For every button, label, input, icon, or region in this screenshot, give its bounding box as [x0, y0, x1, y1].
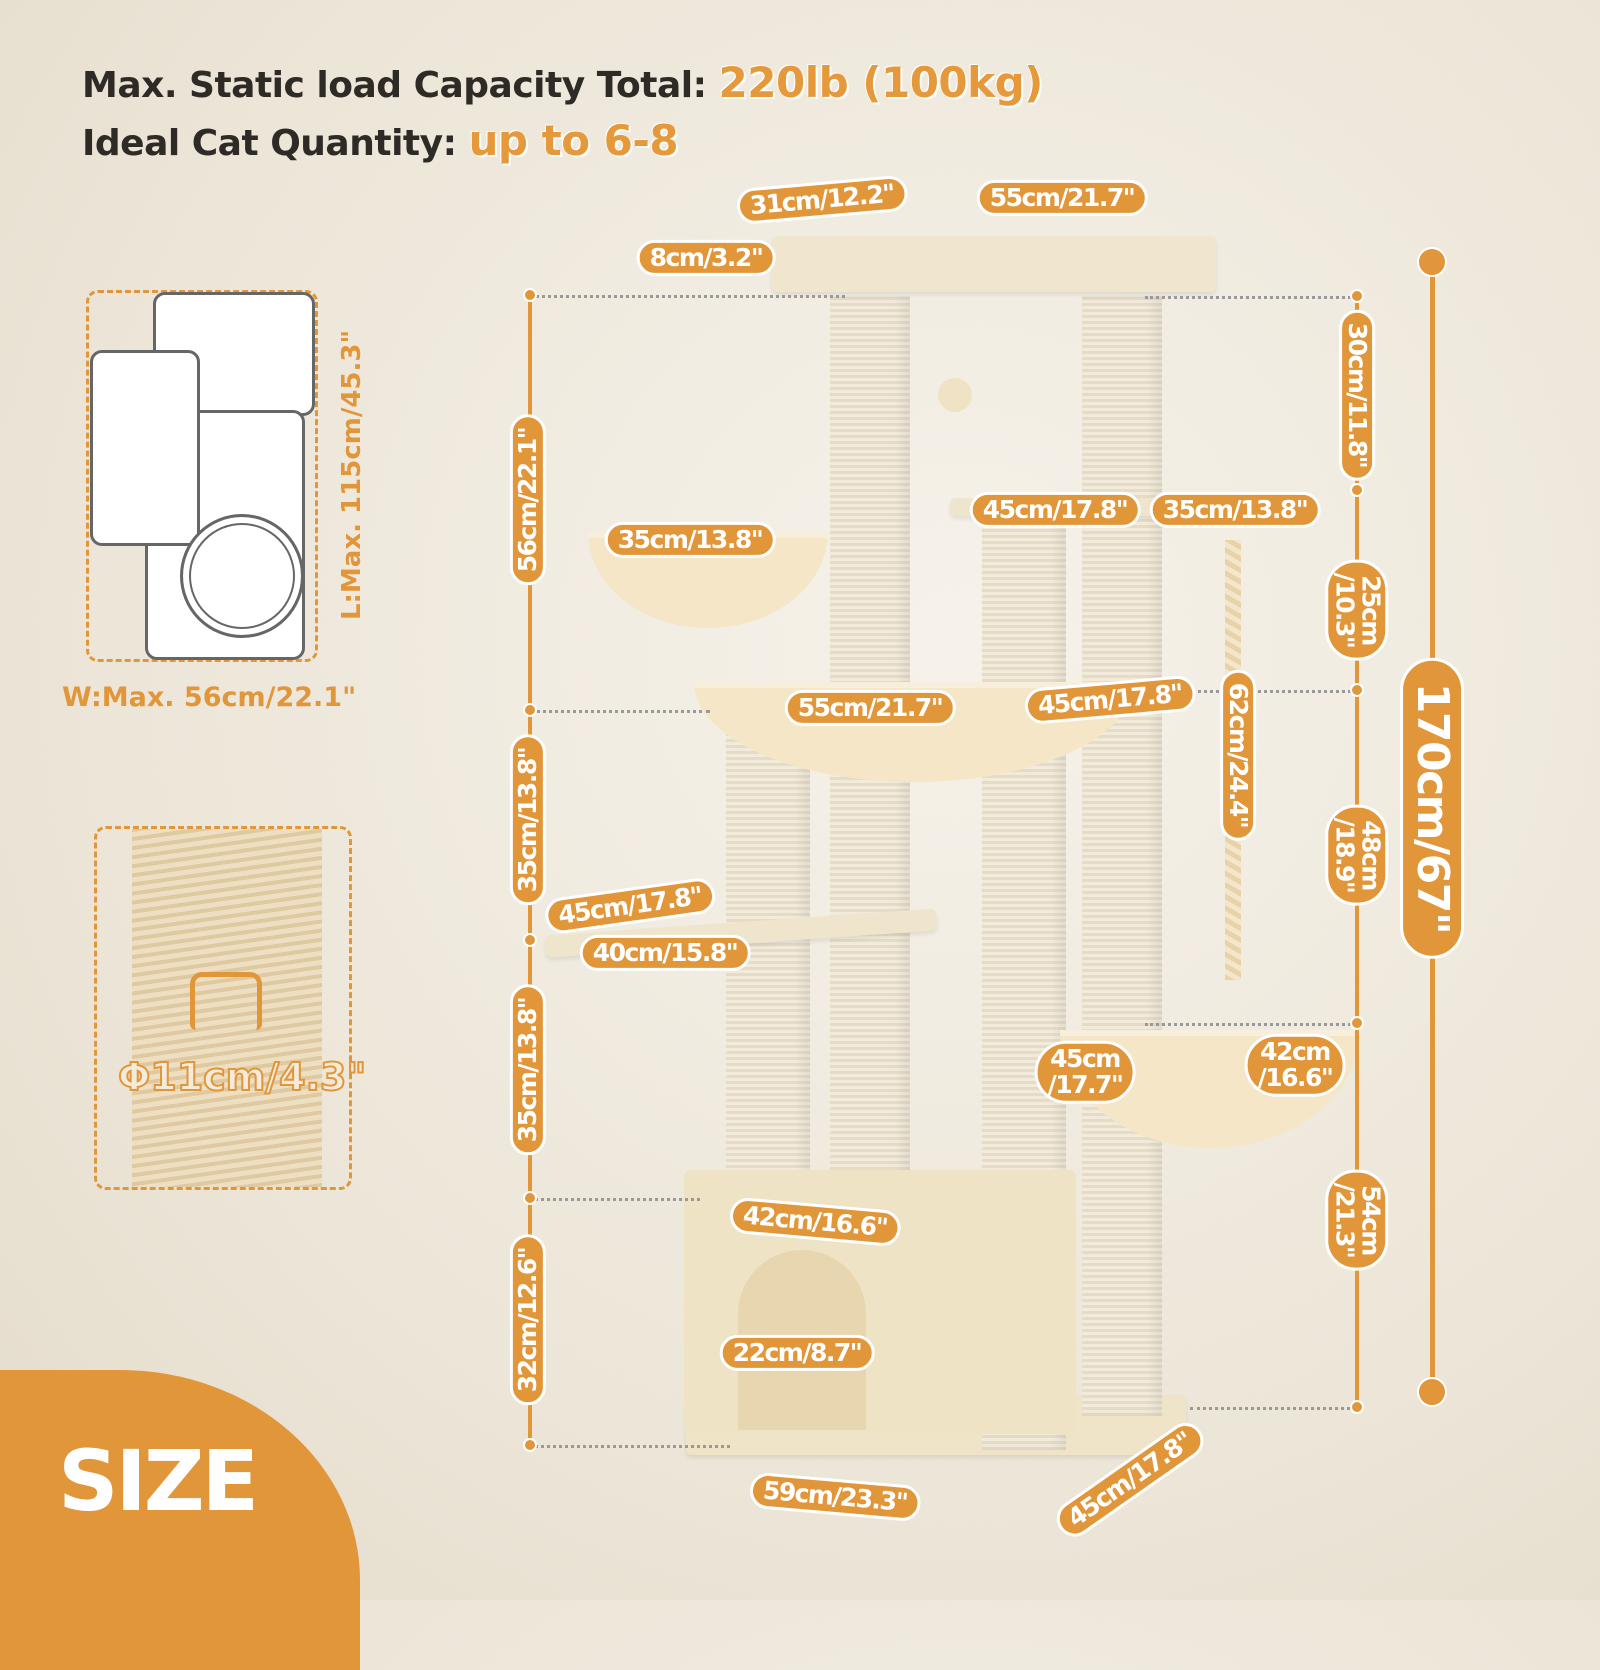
package-round-icon [180, 514, 304, 638]
dim-hammock-low-depth: 42cm /16.6" [1244, 1033, 1346, 1097]
post [1082, 296, 1162, 1416]
dim-rope: 62cm/24.4" [1219, 669, 1257, 841]
dot [1350, 683, 1364, 697]
dim-top-width: 55cm/21.7" [976, 179, 1148, 217]
sisal-texture [132, 829, 322, 1187]
guide-line [1145, 296, 1357, 299]
dim-base-width: 59cm/23.3" [748, 1471, 922, 1523]
dim-top-depth: 31cm/12.2" [735, 174, 909, 226]
sisal-diameter: Φ11cm/4.3" [117, 1054, 367, 1100]
dim-mid-left: 35cm/13.8" [509, 734, 547, 906]
capacity-value: 220lb (100kg) [718, 58, 1044, 107]
dim-hammock-left: 35cm/13.8" [604, 521, 776, 559]
cat-icon [190, 972, 262, 1030]
arrow-bottom-icon [1417, 1377, 1447, 1407]
guide-line [1145, 1023, 1357, 1026]
dim-total-height: 170cm/67" [1399, 657, 1465, 959]
capacity-line: Max. Static load Capacity Total: 220lb (… [82, 58, 1043, 107]
dot [1350, 483, 1364, 497]
dot [523, 1438, 537, 1452]
package-box-icon [90, 350, 200, 546]
dot [523, 1191, 537, 1205]
guide-line [530, 710, 710, 713]
dot [523, 933, 537, 947]
cat-quantity-value: up to 6-8 [468, 116, 679, 165]
dim-gap-54: 54cm /21.3" [1325, 1169, 1389, 1271]
cat-quantity-label: Ideal Cat Quantity: [82, 123, 457, 164]
guide-line [1190, 1407, 1357, 1410]
package-width: W:Max. 56cm/22.1" [62, 682, 357, 713]
dot [523, 288, 537, 302]
arrow-top-icon [1417, 247, 1447, 277]
package-outline [86, 290, 318, 662]
capacity-label: Max. Static load Capacity Total: [82, 65, 707, 106]
dim-gap-25: 25cm /10.3" [1325, 559, 1389, 661]
top-perch [772, 236, 1216, 292]
dim-low-left: 35cm/13.8" [509, 984, 547, 1156]
dim-basket-width: 55cm/21.7" [784, 689, 956, 727]
dot [523, 703, 537, 717]
dim-gap-48: 48cm /18.9" [1325, 804, 1389, 906]
dim-base-left: 32cm/12.6" [509, 1234, 547, 1406]
dim-top-gap: 30cm/11.8" [1338, 309, 1376, 481]
dim-platform-width: 45cm/17.8" [969, 491, 1141, 529]
dot [1350, 1016, 1364, 1030]
toy-ball [938, 378, 972, 412]
dim-top-thickness: 8cm/3.2" [636, 239, 776, 277]
size-badge-text: SIZE [58, 1432, 259, 1530]
dim-platform-depth: 35cm/13.8" [1149, 491, 1321, 529]
guide-line [530, 1198, 700, 1201]
guide-line [530, 295, 845, 298]
dim-upper-left: 56cm/22.1" [509, 414, 547, 586]
dot [1350, 1400, 1364, 1414]
dot [1350, 289, 1364, 303]
dim-door: 22cm/8.7" [719, 1334, 875, 1372]
cat-quantity-line: Ideal Cat Quantity: up to 6-8 [82, 116, 679, 165]
dim-step-depth: 40cm/15.8" [579, 934, 751, 972]
dim-hammock-low-width: 45cm /17.7" [1034, 1040, 1136, 1104]
package-length: L:Max. 115cm/45.3" [337, 329, 367, 621]
guide-line [530, 1445, 730, 1448]
sisal-detail-frame [94, 826, 352, 1190]
